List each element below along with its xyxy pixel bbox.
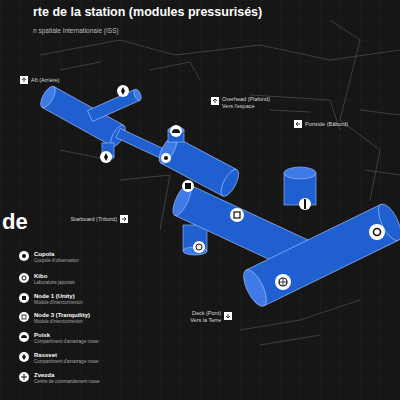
legend-description: Laboratoire japonais — [34, 281, 75, 286]
direction-label: Portside (Bâbord) — [305, 121, 348, 127]
direction-label: Vers la Terre — [190, 317, 221, 323]
legend-label: Rassvet — [34, 352, 57, 359]
direction-label: Aft (Arrière) — [31, 77, 59, 83]
legend-label: Cupola — [34, 251, 54, 258]
legend-label: Node 3 (Tranquility) — [34, 312, 90, 319]
page-title: rte de la station (modules pressurisés) — [33, 6, 262, 20]
subtitle: n spatiale Internationale (ISS) — [33, 27, 119, 34]
legend-description: Module d'interconnexion — [34, 320, 83, 325]
legend-description: Coupole d'observation — [34, 259, 79, 264]
direction-label: Overhead (Plafond) — [222, 96, 270, 102]
legend-label: Poisk — [34, 332, 50, 339]
legend-description: Centre de commandement russe — [34, 380, 100, 385]
legend-description: Compartiment d'amarrage russe — [34, 340, 98, 345]
direction-label: Deck (Pont) — [192, 310, 221, 316]
legend-label: Node 1 (Unity) — [34, 293, 75, 300]
legend-label: Zvezda — [34, 372, 54, 379]
legend-description: Module d'interconnexion — [34, 301, 83, 306]
legend-label: Kibo — [34, 273, 47, 280]
direction-label: Vers l'espace — [222, 103, 255, 109]
section-heading: de — [2, 210, 28, 234]
direction-label: Starboard (Tribord) — [70, 216, 117, 222]
legend-description: Compartiment d'amarrage russe — [34, 360, 98, 365]
